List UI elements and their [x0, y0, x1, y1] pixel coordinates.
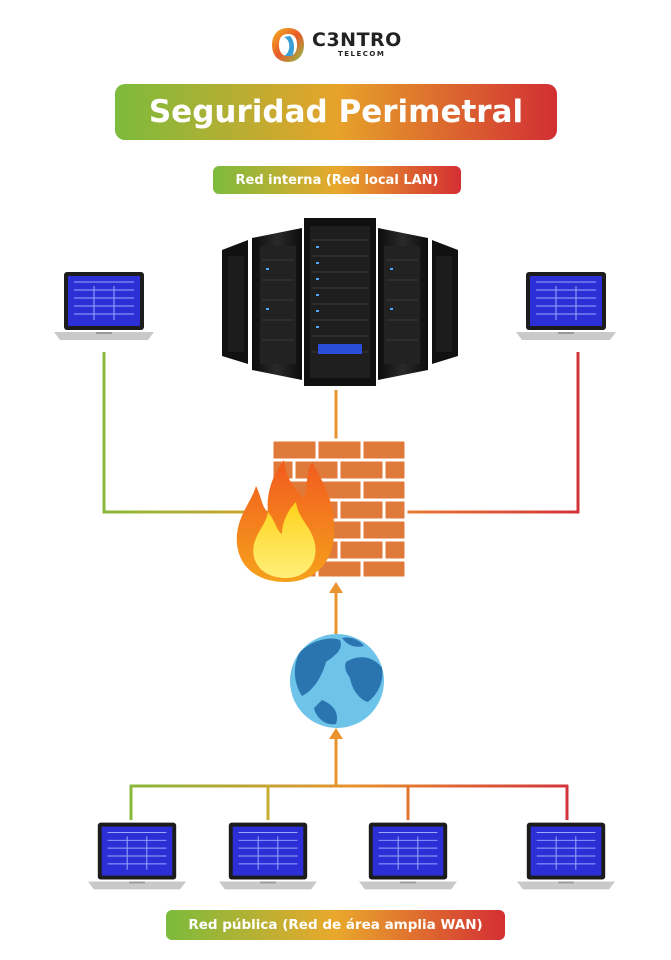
c3ntro-logo-icon: [272, 28, 304, 62]
laptop-icon: [359, 822, 457, 890]
globe-icon: [290, 634, 384, 728]
brand-logo: C3NTRO TELECOM: [268, 25, 408, 65]
right-lan-link: [405, 352, 580, 514]
arrow-up-icon: [329, 728, 343, 739]
laptop-icon: [516, 272, 616, 340]
wan-label: Red pública (Red de área amplia WAN): [166, 910, 505, 940]
left-lan-link: [102, 352, 268, 514]
logo-name: C3NTRO: [312, 29, 402, 51]
laptop-icon: [517, 822, 615, 890]
arrow-up-icon: [329, 582, 343, 593]
page-title: Seguridad Perimetral: [115, 84, 557, 140]
laptop-icon: [54, 272, 154, 340]
server-rack-icon: [222, 218, 458, 386]
laptop-icon: [219, 822, 317, 890]
logo-subtitle: TELECOM: [338, 50, 386, 58]
firewall-icon: [236, 438, 408, 582]
lan-label: Red interna (Red local LAN): [213, 166, 461, 194]
laptop-icon: [88, 822, 186, 890]
